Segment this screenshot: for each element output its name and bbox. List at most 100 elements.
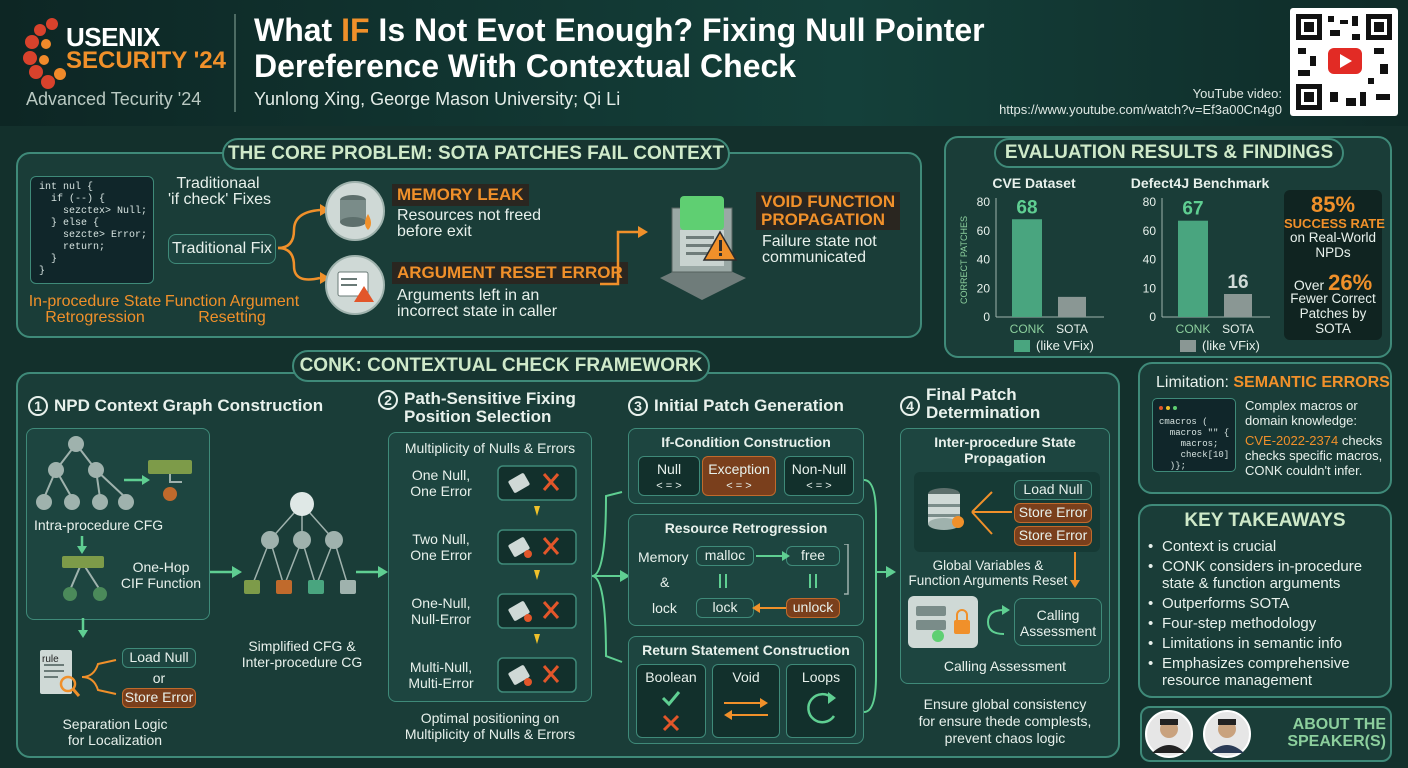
chart-title: Defect4J Benchmark (1131, 175, 1270, 191)
malloc-tag: malloc (696, 546, 754, 566)
step1-number: 1 (28, 396, 48, 416)
youtube-link[interactable]: https://www.youtube.com/watch?v=Ef3a00Cn… (999, 102, 1282, 117)
if-condition-title: If-Condition Construction (661, 434, 831, 450)
loops-label: Loops (801, 669, 841, 685)
chart-y-tick-label: 60 (1143, 224, 1157, 238)
down-arrow-icon (78, 618, 88, 638)
stats-box (1284, 190, 1382, 340)
limitation-highlight: SEMANTIC ERRORS (1233, 374, 1390, 391)
usenix-logo-icon (23, 18, 66, 89)
chart-y-tick-label: 0 (1149, 310, 1156, 324)
split-arrows-icon (81, 659, 117, 695)
step2-footer: Optimal positioning on Multiplicity of N… (404, 710, 576, 742)
caption-argument-resetting: Function Argument Resetting (164, 293, 300, 326)
global-vars-label: Global Variables & Function Arguments Re… (908, 558, 1068, 588)
step4-title-text: Final Patch Determination (926, 385, 1041, 422)
cycle-arrow-icon (986, 605, 1010, 635)
title-part1: What (254, 12, 342, 48)
chart-legend-label: (like VFix) (1036, 338, 1094, 353)
exception-label: Exception (708, 461, 770, 477)
rule-label: rule (42, 654, 59, 665)
defect4j-chart: Defect4J Benchmark010406080CONK67SOTA16(… (1131, 175, 1270, 353)
core-problem-heading: THE CORE PROBLEM: SOTA PATCHES FAIL CONT… (222, 138, 730, 170)
paper-title: What IF Is Not Evot Enough? Fixing Null … (254, 12, 1014, 84)
fork-arrows-icon (277, 204, 330, 284)
chart-y-tick-label: 60 (977, 224, 991, 238)
calling-assessment-label: Calling Assessment (943, 658, 1067, 674)
chart-category-label: CONK (1010, 322, 1045, 336)
step1-title: 1 NPD Context Graph Construction (28, 396, 323, 416)
merge-arrows-icon (864, 479, 896, 713)
chart-y-tick-label: 20 (977, 281, 991, 295)
qr-code[interactable] (1290, 8, 1398, 116)
store-error-state-tag-1: Store Error (1014, 503, 1092, 523)
step1-title-text: NPD Context Graph Construction (54, 396, 324, 415)
case-row-2: Two Null, One Error (410, 531, 472, 563)
memory-leak-title: MEMORY LEAK (392, 184, 529, 206)
step4-title: 4Final Patch Determination (900, 386, 1040, 422)
chart-category-label: CONK (1176, 322, 1211, 336)
ampersand-label: & (660, 574, 670, 590)
resource-title: Resource Retrogression (664, 520, 828, 536)
fix-position-matrix (497, 465, 577, 693)
conk-heading: CONK: CONTEXTUAL CHECK FRAMEWORK (292, 350, 710, 382)
logo-security-text: SECURITY '24 (66, 47, 226, 74)
separation-logic-label: Separation Logic for Localization (62, 716, 168, 748)
void-option (712, 664, 780, 738)
traditional-fix-node: Traditional Fix (168, 234, 276, 264)
store-error-tag: Store Error (122, 688, 196, 708)
header-divider (234, 14, 236, 112)
right-arrow-icon (210, 566, 242, 578)
chart-y-tick-label: 80 (977, 195, 991, 209)
simplified-cfg-label: Simplified CFG & Inter-procedure CG (241, 638, 363, 670)
limitation-desc2-text: checks checks specific macros, CONK coul… (1245, 433, 1383, 478)
cve-reference: CVE-2022-2374 (1245, 433, 1339, 448)
chart-y-tick-label: 40 (977, 253, 991, 267)
server-lock-icon (916, 606, 970, 642)
argument-reset-desc: Arguments left in an incorrect state in … (397, 287, 558, 320)
fewer-prefix: Over (1293, 277, 1329, 293)
database-leak-icon (325, 181, 385, 241)
limitation-label: Limitation: (1156, 374, 1234, 391)
takeaway-item: CONK considers in-procedure state & func… (1148, 558, 1386, 592)
takeaways-heading: KEY TAKEAWAYS (1184, 510, 1346, 531)
chart-y-tick-label: 40 (1143, 253, 1157, 267)
exception-operator: < = > (726, 480, 752, 492)
step3-number: 3 (628, 396, 648, 416)
exception-option (702, 456, 776, 496)
onehop-label: One-Hop CIF Function (120, 559, 202, 591)
step4-footer: Ensure global consistency for ensure the… (918, 696, 1092, 746)
chart-title: CVE Dataset (992, 175, 1076, 191)
caption-state-retrogression: In-procedure State Retrogression (28, 293, 162, 326)
success-rate-value: 85% (1310, 192, 1356, 217)
limitation-desc2: CVE-2022-2374 checks checks specific mac… (1245, 433, 1382, 478)
cfg-label: Intra-procedure CFG (34, 517, 164, 533)
logo-usenix-text: USENIX (66, 22, 160, 52)
database-fork-icon (928, 488, 1012, 535)
authors: Yunlong Xing, George Mason University; Q… (254, 89, 621, 109)
boolean-label: Boolean (645, 669, 697, 685)
server-warning-icon (660, 196, 746, 300)
lock-tag: lock (696, 598, 754, 618)
memory-label: Memory (638, 549, 689, 565)
simplified-graph-icon (244, 492, 356, 594)
chart-bar-conk (1012, 219, 1042, 317)
limitation-panel (1138, 362, 1392, 494)
loops-option (786, 664, 856, 738)
title-highlight: IF (341, 12, 370, 48)
cfg-tree-icon (36, 436, 192, 601)
load-null-tag: Load Null (122, 648, 196, 668)
free-tag: free (786, 546, 840, 566)
loop-icon (807, 692, 836, 724)
takeaway-item: Emphasizes comprehensive resource manage… (1148, 655, 1386, 689)
evaluation-heading: EVALUATION RESULTS & FINDINGS (994, 138, 1344, 168)
conference-subtitle: Advanced Tecurity '24 (26, 89, 202, 109)
propagation-arrow-icon (600, 226, 648, 286)
down-orange-arrow-icon (1070, 552, 1080, 588)
about-speaker-label[interactable]: ABOUT THE SPEAKER(S) (1287, 716, 1386, 750)
void-propagation-desc: Failure state not communicated (762, 233, 877, 266)
code-snippet-box: int nul { if (--) { sezctex> Null; } els… (30, 176, 154, 284)
